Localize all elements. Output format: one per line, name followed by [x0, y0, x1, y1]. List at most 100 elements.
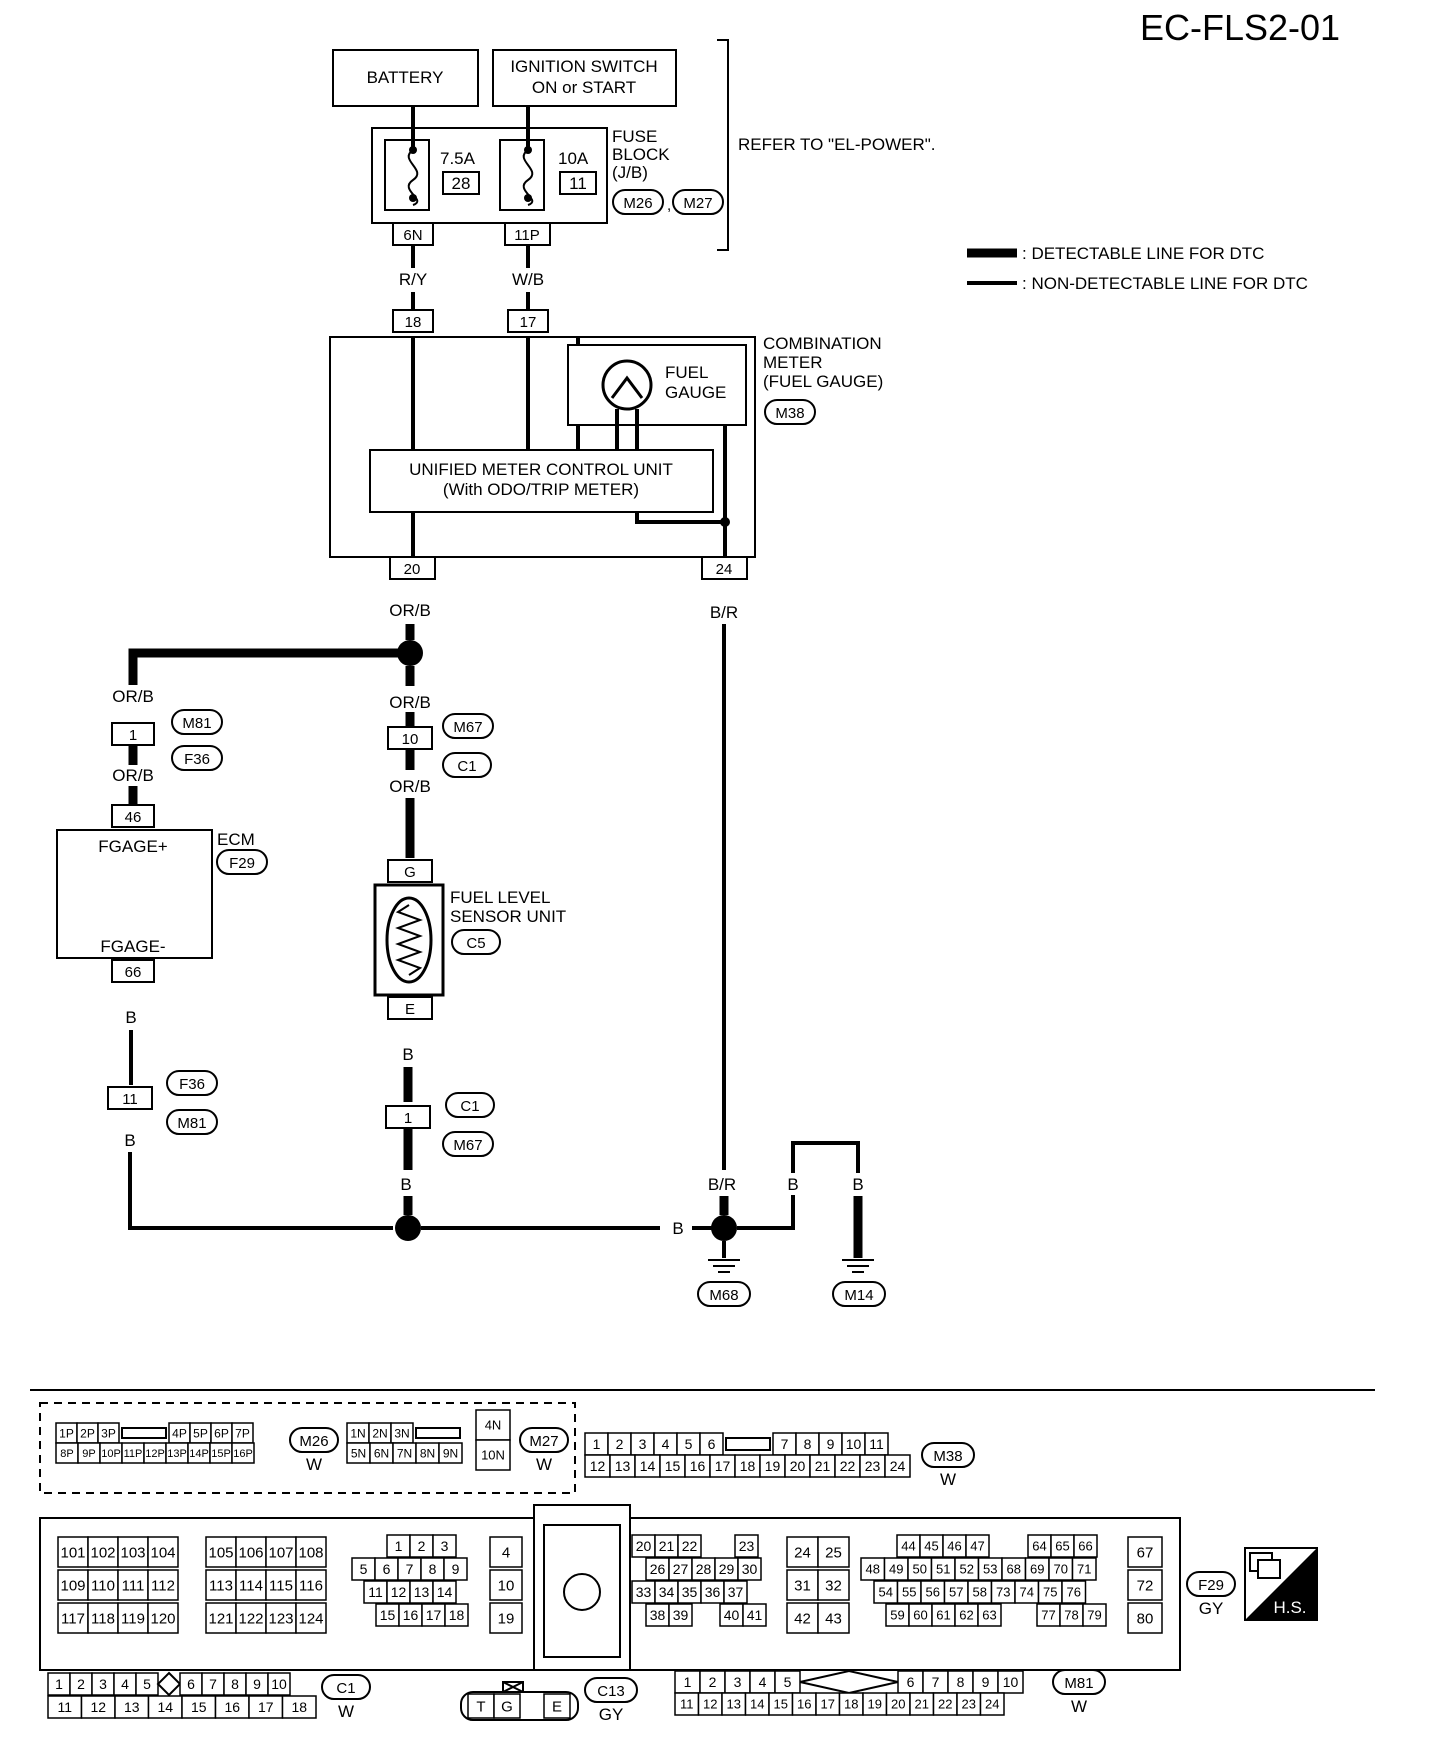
pin-label: 15 — [774, 1697, 788, 1712]
refer-el-power: REFER TO "EL-POWER". — [738, 135, 936, 154]
pin-label: 6N — [374, 1446, 389, 1460]
wire-br-top: B/R — [710, 603, 738, 622]
pin-label: 11 — [57, 1699, 72, 1715]
pin-label: 19 — [868, 1697, 882, 1712]
ecm-pin-66: 66 — [125, 964, 142, 981]
pin-label: 16P — [233, 1448, 253, 1460]
pin-cell — [475, 1409, 511, 1441]
pin-label: 6P — [214, 1426, 229, 1440]
ignition-switch-box — [492, 49, 677, 107]
fuel-gauge-line1: FUEL — [665, 363, 708, 382]
pin-label: 18 — [449, 1607, 465, 1623]
pin-label: 67 — [1137, 1544, 1154, 1561]
pin-label: 49 — [889, 1562, 903, 1577]
meter-pin-17: 17 — [520, 314, 537, 331]
pin-label: T — [476, 1698, 485, 1715]
pin-label: 6 — [907, 1674, 915, 1690]
pin-cell — [475, 1439, 511, 1471]
pin-cell — [438, 1442, 463, 1464]
pin-cell — [231, 1442, 255, 1464]
pin-label: 16 — [690, 1458, 706, 1474]
pin-cell — [87, 1602, 119, 1634]
pin-cell — [817, 1602, 850, 1634]
pin-label: 18 — [291, 1699, 307, 1715]
ignition-switch-line1: IGNITION SWITCH — [510, 57, 657, 76]
pin-label: 15 — [665, 1458, 681, 1474]
pin-label: 39 — [673, 1607, 689, 1623]
m81-color: W — [1071, 1697, 1087, 1716]
joint-mid-bot-c1: C1 — [460, 1098, 479, 1115]
pin-label: 20 — [636, 1538, 652, 1554]
joint-left-top-c2: F36 — [184, 751, 210, 768]
wire-b-gnd1: B — [787, 1175, 798, 1194]
wire-orb-top: OR/B — [389, 601, 431, 620]
pin-label: 1 — [55, 1676, 63, 1692]
pin-label: 19 — [498, 1610, 515, 1627]
pin-cell — [997, 1670, 1024, 1694]
pin-label: 2P — [80, 1426, 95, 1440]
pin-label: 64 — [1032, 1539, 1046, 1554]
pin-label: 18 — [740, 1458, 756, 1474]
joint-mid-top-pin: 10 — [402, 731, 419, 748]
fuel-sensor-line1: FUEL LEVEL — [450, 888, 550, 907]
legend-detectable: : DETECTABLE LINE FOR DTC — [1022, 244, 1264, 263]
pin-cell — [489, 1602, 523, 1634]
pin-label: 14P — [189, 1448, 209, 1460]
pin-label: 1N — [350, 1426, 365, 1440]
pin-label: 12 — [590, 1458, 606, 1474]
pin-label: 80 — [1137, 1610, 1154, 1627]
joint-mid-bot-pin: 1 — [404, 1110, 412, 1127]
pin-label: 13 — [615, 1458, 631, 1474]
fuel-gauge-line2: GAUGE — [665, 383, 726, 402]
pin-label: 54 — [879, 1585, 893, 1600]
pin-label: 16 — [797, 1697, 811, 1712]
ecm-fgage-plus: FGAGE+ — [98, 837, 168, 856]
pin-label: 51 — [936, 1562, 950, 1577]
pin-label: 53 — [983, 1562, 997, 1577]
meter-pin-20: 20 — [404, 561, 421, 578]
pin-label: 18 — [844, 1697, 858, 1712]
pin-label: 35 — [682, 1584, 698, 1600]
pin-label: 63 — [982, 1608, 996, 1623]
pin-label: 12 — [391, 1584, 407, 1600]
pin-cell — [444, 1603, 469, 1627]
pin-cell — [1071, 1557, 1097, 1581]
pin-label: 5N — [351, 1446, 366, 1460]
pin-label: 17 — [821, 1697, 835, 1712]
wire-b-left2: B — [124, 1131, 135, 1150]
pin-cell — [147, 1569, 179, 1601]
pin-cell — [117, 1602, 149, 1634]
pin-label: 4 — [502, 1544, 510, 1561]
fuse-block-connector2: M27 — [683, 195, 712, 212]
pin-label: 48 — [866, 1562, 880, 1577]
pin-label: 14 — [750, 1697, 764, 1712]
pin-cell — [295, 1569, 327, 1601]
pin-label: 7 — [932, 1674, 940, 1690]
pin-label: 33 — [636, 1584, 652, 1600]
pin-label: 4 — [759, 1674, 767, 1690]
pin-label: 3 — [639, 1436, 647, 1452]
m38-id: M38 — [933, 1448, 962, 1465]
wire-orb-left1: OR/B — [112, 687, 154, 706]
pin-label: 4 — [662, 1436, 670, 1452]
battery-box — [332, 49, 479, 107]
resistor-icon — [395, 904, 423, 976]
pin-label: 7P — [235, 1426, 250, 1440]
meter-line2: METER — [763, 353, 823, 372]
pin-label: 52 — [960, 1562, 974, 1577]
pin-label: 9 — [827, 1436, 835, 1452]
pin-label: 15P — [211, 1448, 231, 1460]
wire-orb-mid2: OR/B — [389, 777, 431, 796]
pin-cell — [57, 1602, 89, 1634]
pin-label: 14 — [437, 1584, 453, 1600]
pin-cell — [432, 1580, 457, 1604]
pin-label: 72 — [1137, 1577, 1154, 1594]
pin-label: 10P — [101, 1448, 121, 1460]
pin-label: 50 — [913, 1562, 927, 1577]
pin-label: 1P — [59, 1426, 74, 1440]
joint-left-top-pin: 1 — [129, 727, 137, 744]
pin-label: 44 — [901, 1539, 915, 1554]
ecm-fgage-minus: FGAGE- — [100, 937, 165, 956]
pin-label: 3 — [441, 1538, 449, 1554]
